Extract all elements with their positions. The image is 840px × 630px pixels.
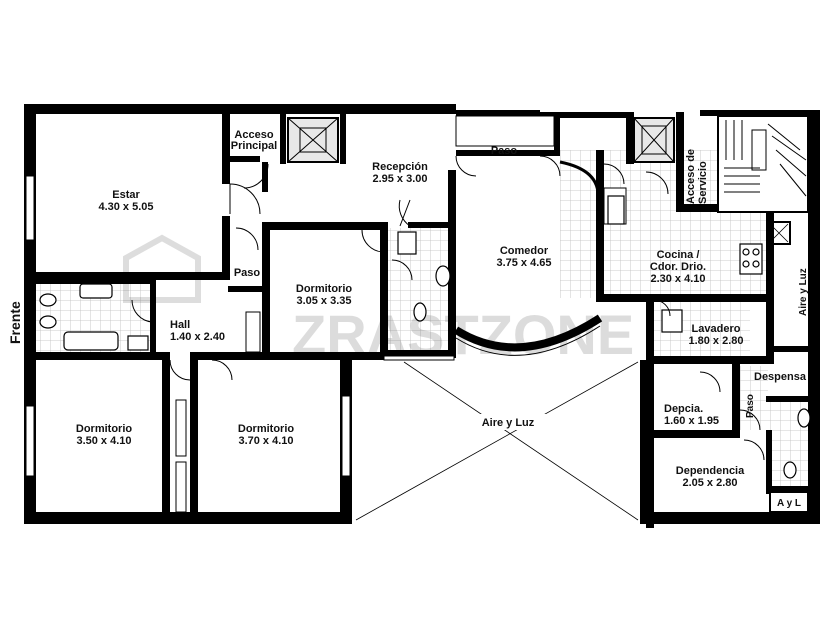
- dormitorio-left-size: 3.50 x 4.10: [76, 435, 131, 447]
- acceso-principal-line2: Principal: [231, 140, 277, 152]
- cocina-line1: Cocina /: [657, 249, 700, 261]
- hall-name: Hall: [170, 319, 190, 331]
- ayl-label: A y L: [777, 498, 801, 509]
- dependencia-name: Dependencia: [676, 465, 745, 477]
- stairs: [717, 115, 809, 213]
- hall-size: 1.40 x 2.40: [170, 331, 225, 343]
- comedor-size: 3.75 x 4.65: [496, 257, 551, 269]
- room-labels: Frente Estar 4.30 x 5.05 Acceso Principa…: [7, 129, 809, 513]
- dormitorio-center-name: Dormitorio: [296, 283, 353, 295]
- acceso-principal-line1: Acceso: [234, 129, 273, 141]
- estar-name: Estar: [112, 189, 140, 201]
- dormitorio-mid-size: 3.70 x 4.10: [238, 435, 293, 447]
- cocina-line2: Cdor. Drio.: [650, 261, 706, 273]
- recepcion-name: Recepción: [372, 161, 428, 173]
- dormitorio-left-name: Dormitorio: [76, 423, 133, 435]
- dormitorio-center-size: 3.05 x 3.35: [296, 295, 351, 307]
- lavadero-size: 1.80 x 2.80: [688, 335, 743, 347]
- acceso-servicio-line2: Servicio: [697, 161, 709, 204]
- acceso-servicio-line1: Acceso de: [685, 149, 697, 204]
- recepcion-size: 2.95 x 3.00: [372, 173, 427, 185]
- elevator-main: [287, 117, 339, 163]
- paso-left-label: Paso: [234, 267, 261, 279]
- lavadero-name: Lavadero: [692, 323, 741, 335]
- recepcion-curved-wall: [559, 160, 600, 199]
- paso-top-label: Paso: [491, 145, 518, 157]
- dormitorio-mid-name: Dormitorio: [238, 423, 295, 435]
- depcia-name: Depcia.: [664, 403, 703, 415]
- aire-luz-right-label: Aire y Luz: [798, 268, 809, 316]
- dependencia-size: 2.05 x 2.80: [682, 477, 737, 489]
- cocina-size: 2.30 x 4.10: [650, 273, 705, 285]
- comedor-curved-wall: [453, 314, 603, 352]
- aire-luz-cross: [355, 221, 791, 521]
- comedor-name: Comedor: [500, 245, 549, 257]
- frente-label: Frente: [7, 301, 23, 344]
- doors: [131, 155, 765, 461]
- aire-luz-center-label: Aire y Luz: [482, 417, 535, 429]
- depcia-size: 1.60 x 1.95: [664, 415, 719, 427]
- paso-right-label: Paso: [745, 394, 756, 418]
- despensa-label: Despensa: [754, 371, 807, 383]
- estar-size: 4.30 x 5.05: [98, 201, 153, 213]
- elevator-service: [633, 117, 675, 163]
- interior-walls: [36, 112, 812, 528]
- bathroom-fixtures: [39, 195, 811, 479]
